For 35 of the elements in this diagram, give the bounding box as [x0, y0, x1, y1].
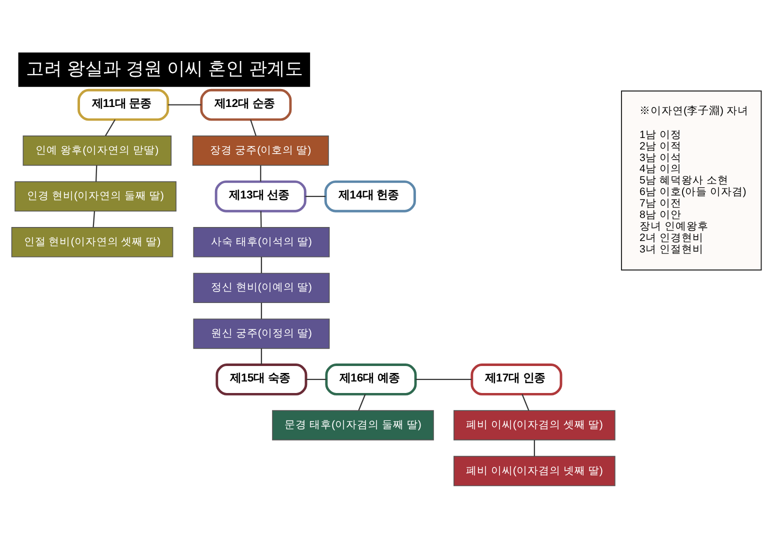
- connector: [522, 394, 530, 411]
- node-box: 제17대 인종: [470, 364, 562, 396]
- node-box: 제11대 문종: [78, 88, 170, 121]
- connector: [260, 256, 262, 274]
- node-box: 인예 왕후(이자연의 맏딸): [22, 136, 172, 166]
- diagram-title: 고려 왕실과 경원 이씨 혼인 관계도: [26, 58, 304, 78]
- node-box: 폐비 이씨(이자겸의 셋째 딸): [454, 410, 616, 440]
- connector: [95, 165, 98, 182]
- node-box: 제15대 숙종: [216, 364, 308, 396]
- node-box: 인경 현비(이자연의 둘째 딸): [14, 181, 176, 212]
- connector: [168, 104, 202, 106]
- node-box: 원신 궁주(이정의 딸): [193, 318, 330, 349]
- node-box: 문경 태후(이자겸의 둘째 딸): [272, 410, 434, 440]
- connector: [104, 119, 116, 136]
- connector: [306, 378, 326, 380]
- connector: [416, 378, 472, 380]
- node-box: 정신 현비(이예의 딸): [193, 272, 330, 304]
- connector: [92, 211, 96, 228]
- node-box: 인절 현비(이자연의 셋째 딸): [11, 227, 174, 258]
- connector: [358, 394, 366, 411]
- connector: [250, 119, 256, 136]
- connector: [534, 440, 536, 456]
- node-box: 제14대 헌종: [324, 180, 416, 212]
- node-box: 제16대 예종: [325, 364, 417, 396]
- node-box: 제13대 선종: [214, 180, 306, 212]
- connector: [260, 302, 262, 319]
- connector: [260, 348, 262, 365]
- connector: [260, 211, 262, 228]
- node-box: 장경 궁주(이호의 딸): [192, 136, 329, 166]
- node-box: 폐비 이씨(이자겸의 넷째 딸): [454, 456, 616, 486]
- node-box: ※이자연(李子淵) 자녀 1남 이정 2남 이적 3남 이석 4남 이의 5남 혜덕왕사 소현 6남 이호(아들 이자겸) 7남 이전 8남 이안 장녀 인예왕후 2녀 인경현비 3녀 인절현비: [621, 90, 762, 270]
- connector: [305, 196, 326, 197]
- node-box: 사숙 태후(이석의 딸): [193, 227, 330, 258]
- node-box: 제12대 순종: [200, 88, 292, 121]
- connector: [260, 165, 262, 182]
